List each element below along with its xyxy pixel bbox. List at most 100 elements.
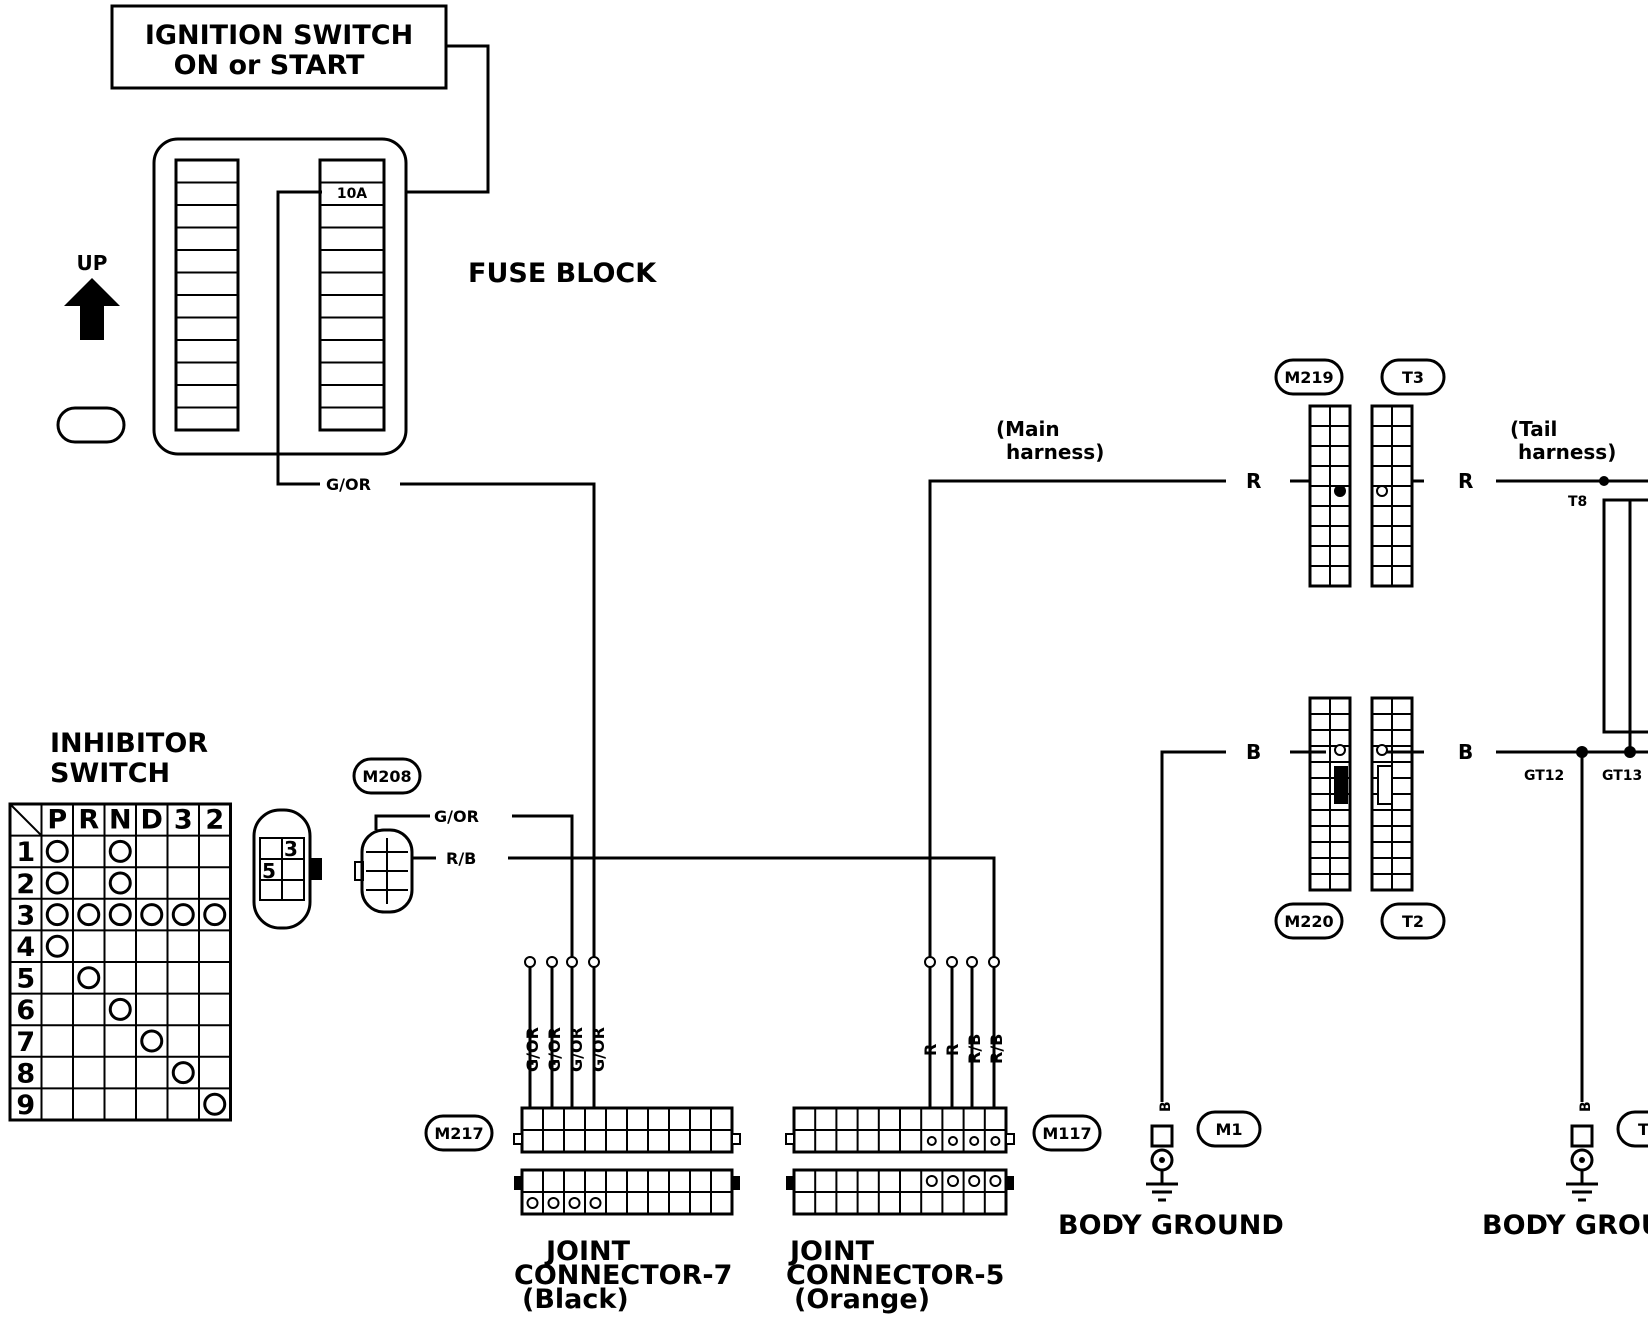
continuity-mark (140, 1029, 164, 1053)
continuity-mark (45, 903, 69, 927)
svg-text:M208: M208 (362, 767, 411, 786)
jc7-pin-label-3: G/OR (567, 1027, 586, 1072)
jc5-pin-label-2: R (943, 1044, 962, 1056)
ignition-switch-label-line1: IGNITION SWITCH (145, 20, 413, 51)
svg-text:M117: M117 (1042, 1124, 1091, 1143)
wire-label-r-tail: R (1458, 469, 1473, 493)
jc7-pin-label-4: G/OR (589, 1027, 608, 1072)
continuity-mark (203, 903, 227, 927)
inhibitor-row-header: 5 (16, 964, 35, 995)
continuity-mark (171, 903, 195, 927)
inhibitor-row-header: 8 (16, 1058, 35, 1089)
connector-m219 (1308, 404, 1352, 588)
continuity-mark (45, 871, 69, 895)
inhibitor-row-header: 2 (16, 869, 35, 900)
wire-label-g-or-m208: G/OR (434, 807, 479, 826)
svg-text:B: B (1158, 1101, 1174, 1112)
ignition-switch-label-line2: ON or START (174, 50, 365, 81)
inhibitor-column-header: 3 (174, 805, 193, 836)
inhibitor-switch-label-line1: INHIBITOR (50, 728, 208, 759)
inhibitor-switch-label-line2: SWITCH (50, 758, 170, 789)
svg-text:T3: T3 (1402, 368, 1424, 387)
fuse-block-label: FUSE BLOCK (468, 258, 657, 289)
body-ground-left-label: BODY GROUND (1058, 1210, 1284, 1241)
jc5-pin-label-1: R (921, 1044, 940, 1056)
connector-badge-t-partial: T (1616, 1110, 1648, 1148)
continuity-mark (171, 1061, 195, 1085)
svg-text:T: T (1638, 1120, 1648, 1139)
connector-badge-m20 (56, 406, 126, 444)
continuity-mark (203, 1092, 227, 1116)
continuity-mark (77, 966, 101, 990)
g-or-main-wire (400, 482, 596, 962)
connector-badge-t2: T2 (1380, 902, 1446, 940)
connector-badge-m219: M219 (1274, 358, 1344, 396)
jc7-pin-label-2: G/OR (545, 1027, 564, 1072)
jc7-label-line1: JOINT (544, 1236, 631, 1267)
terminal-gt12: GT12 (1524, 768, 1564, 784)
ignition-switch: IGNITION SWITCH ON or START (110, 4, 448, 90)
fuse-block: 10A FUSE BLOCK (152, 137, 657, 456)
connector-t3 (1370, 404, 1414, 588)
connector-m220 (1308, 696, 1352, 892)
ignition-to-fuse-wire (386, 44, 490, 194)
continuity-mark (108, 839, 132, 863)
svg-text:M219: M219 (1284, 368, 1333, 387)
inhibitor-connector: 3 5 (252, 808, 322, 930)
svg-text:M220: M220 (1284, 912, 1333, 931)
connector-badge-t3: T3 (1380, 358, 1446, 396)
svg-text:M217: M217 (434, 1124, 483, 1143)
continuity-mark (108, 903, 132, 927)
up-label: UP (77, 251, 108, 275)
jc7-pin-label-1: G/OR (523, 1027, 542, 1072)
connector-badge-m217: M217 (424, 1114, 494, 1152)
inhibitor-column-header: R (78, 805, 99, 836)
continuity-mark (140, 903, 164, 927)
main-harness-close: harness) (1006, 440, 1104, 464)
wire-label-g-or-fuse: G/OR (326, 475, 371, 494)
fuse-output-wire (276, 190, 322, 486)
connector-badge-m220: M220 (1274, 902, 1344, 940)
continuity-mark (108, 871, 132, 895)
connector-badge-m208: M208 (352, 757, 422, 795)
tail-harness-close: harness) (1518, 440, 1616, 464)
wire-label-r-b-m208: R/B (446, 849, 476, 868)
joint-connector-5 (785, 1088, 1015, 1216)
wire-label-b-tail: B (1458, 740, 1473, 764)
inhibitor-column-header: D (141, 805, 163, 836)
body-ground-right: B BODY GROU (1482, 1101, 1648, 1241)
inhibitor-column-header: N (109, 805, 132, 836)
g-or-m208-wire (512, 814, 574, 962)
jc5-label-line3: (Orange) (794, 1284, 930, 1315)
jc5-label-line2: CONNECTOR-5 (786, 1260, 1004, 1291)
main-harness-open: (Main (996, 417, 1060, 441)
harness-connector-m208 (354, 828, 414, 914)
inhibitor-row-header: 4 (16, 932, 35, 963)
terminal-t8: T8 (1568, 494, 1587, 510)
jc5-pin-label-3: R/B (965, 1034, 984, 1064)
terminal-gt13: GT13 (1602, 768, 1642, 784)
inhibitor-row-header: 3 (16, 900, 35, 931)
continuity-mark (45, 839, 69, 863)
connector-badge-m1: M1 (1196, 1110, 1262, 1148)
inhibitor-column-header: 2 (205, 805, 224, 836)
body-ground-right-label: BODY GROU (1482, 1210, 1648, 1241)
b-ground-wire-left (1160, 750, 1226, 1102)
up-arrow-icon: UP (64, 251, 120, 340)
svg-text:5: 5 (262, 859, 276, 883)
jc5-pin-label-4: R/B (987, 1034, 1006, 1064)
r-b-m208-wire (508, 856, 996, 962)
jc7-label-line3: (Black) (522, 1284, 629, 1315)
joint-connector-7 (513, 1088, 741, 1216)
body-ground-left: B BODY GROUND (1058, 1101, 1284, 1241)
wire-label-b-main: B (1246, 740, 1261, 764)
svg-text:3: 3 (284, 837, 298, 861)
inhibitor-row-header: 9 (16, 1090, 35, 1121)
svg-text:M1: M1 (1215, 1120, 1242, 1139)
connector-badge-m117: M117 (1032, 1114, 1102, 1152)
continuity-mark (108, 997, 132, 1021)
wire-label-r-main: R (1246, 469, 1261, 493)
inhibitor-row-header: 7 (16, 1027, 35, 1058)
